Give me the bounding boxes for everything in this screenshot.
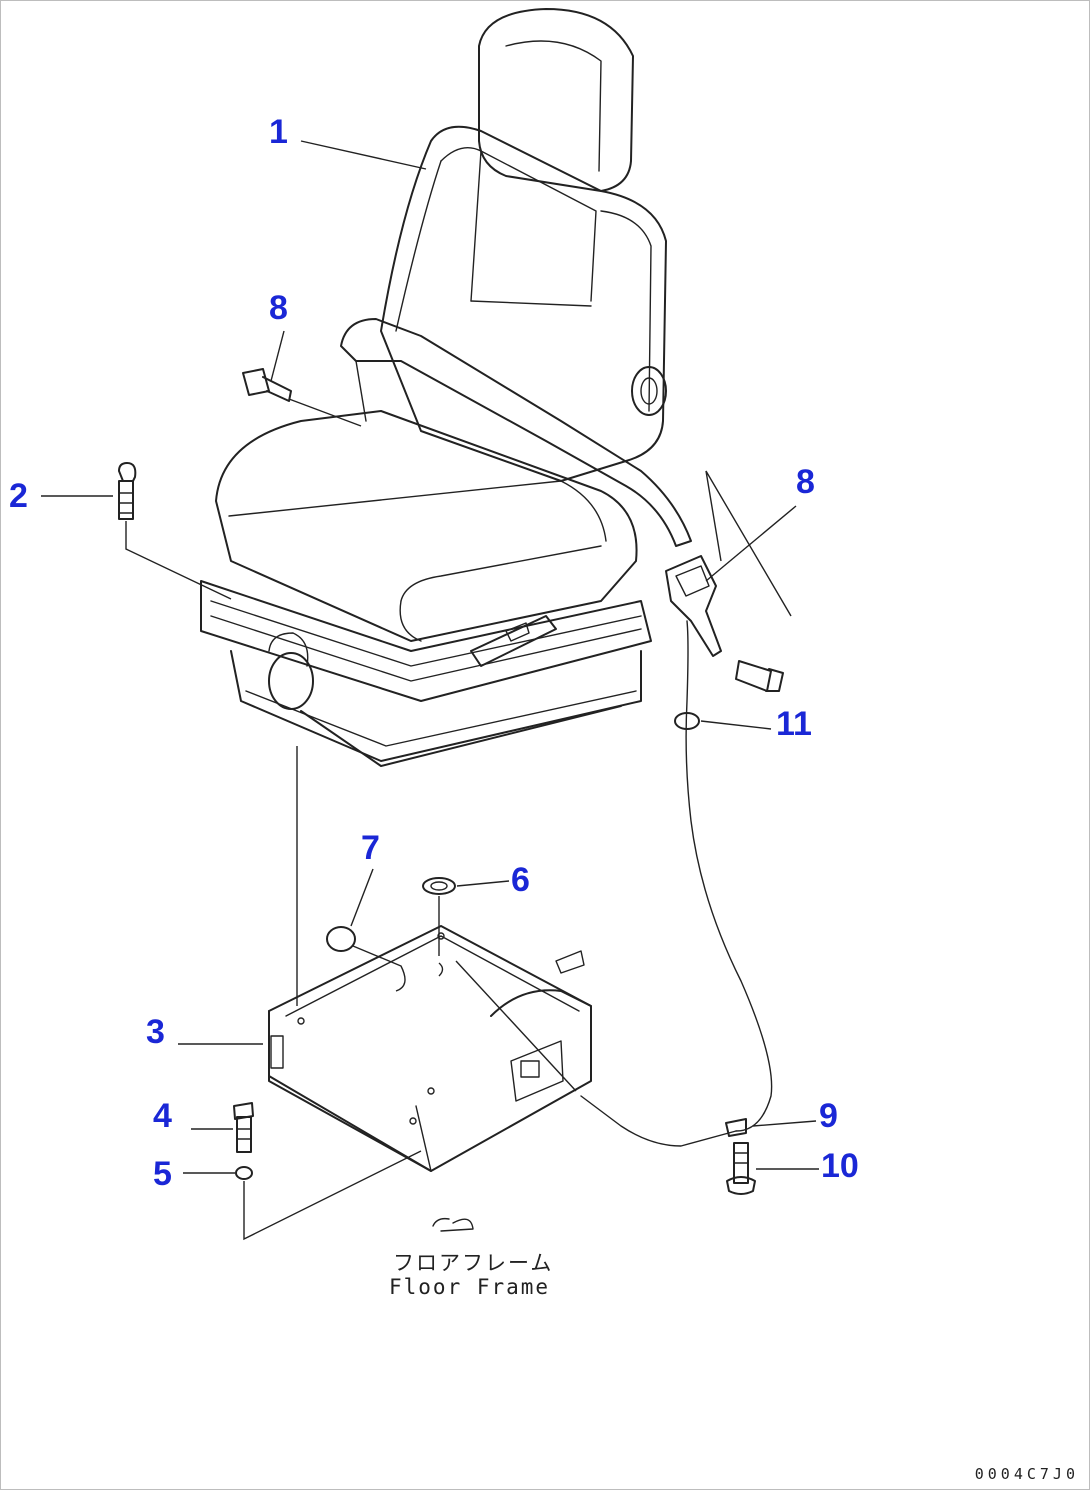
callout-11: 11: [776, 705, 812, 743]
callout-5: 5: [153, 1155, 172, 1193]
callout-7: 7: [361, 829, 380, 867]
floor-frame-label-en: Floor Frame: [389, 1275, 551, 1299]
seat-belt: [580, 470, 792, 1147]
hardware: [233, 1102, 756, 1241]
callout-3: 3: [146, 1013, 165, 1051]
callout-10: 10: [821, 1147, 859, 1185]
callout-8-right: 8: [796, 463, 815, 501]
floor-frame-arrow: [432, 1217, 474, 1232]
callout-leaders: [41, 140, 819, 1174]
seat: [200, 8, 692, 767]
callout-9: 9: [819, 1097, 838, 1135]
drawing-number: 0004C7J0: [974, 1465, 1079, 1483]
callout-1: 1: [269, 113, 288, 151]
floor-frame-label-jp: フロアフレーム: [393, 1251, 554, 1275]
callout-4: 4: [153, 1097, 172, 1135]
callout-8-top: 8: [269, 289, 288, 327]
callout-2: 2: [9, 477, 28, 515]
mounting-bolts: [118, 368, 362, 600]
seat-bracket: [268, 746, 592, 1172]
callout-6: 6: [511, 861, 530, 899]
